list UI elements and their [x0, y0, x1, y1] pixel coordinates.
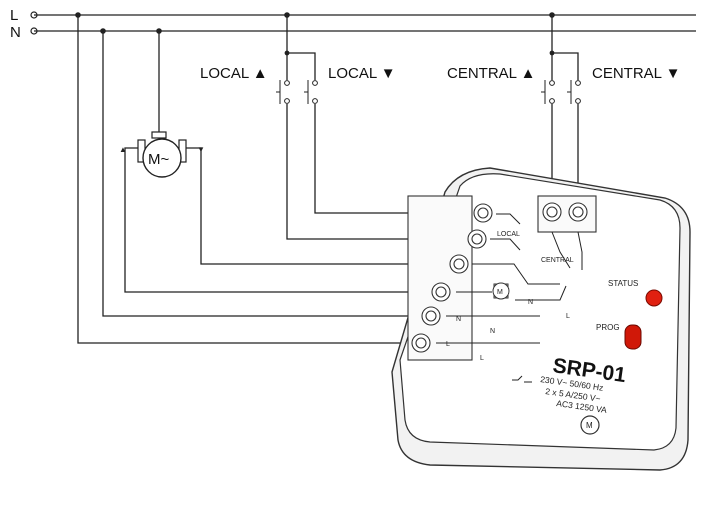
- terminal-block-central: [537, 195, 597, 270]
- junction-dots: [75, 12, 555, 56]
- motor-icon: M~ ▲ ▼: [119, 131, 205, 178]
- label-central-down: CENTRAL ▼: [592, 65, 680, 82]
- internal-schematic: M LOCAL CENTRAL N N L N L L: [436, 213, 574, 362]
- label-central-up: CENTRAL ▲: [447, 65, 535, 82]
- prog-label: PROG: [596, 323, 620, 332]
- switch-central-down: [567, 80, 581, 104]
- motor-symbol: M~: [148, 151, 169, 168]
- rail-n: N: [10, 24, 696, 41]
- rail-n-label: N: [10, 24, 21, 41]
- motor-badge-icon: [580, 415, 600, 435]
- switch-central-up: [541, 80, 555, 104]
- terminal-n-label: N: [456, 316, 461, 323]
- relay-symbol-icon: [512, 375, 532, 383]
- status-label: STATUS: [608, 279, 638, 288]
- terminal-n-right: N: [490, 328, 495, 335]
- switch-local-up: [276, 80, 290, 104]
- rail-l: L: [10, 7, 696, 24]
- motor-badge-text: M: [586, 421, 593, 430]
- motor-down-arrow: ▼: [197, 145, 205, 154]
- label-local-up: LOCAL ▲: [200, 65, 268, 82]
- terminal-n-inner: N: [528, 299, 533, 306]
- central-label: CENTRAL: [541, 257, 574, 264]
- wires: [77, 15, 579, 344]
- motor-up-arrow: ▲: [119, 145, 127, 154]
- terminal-l-right: L: [480, 355, 484, 362]
- label-local-down: LOCAL ▼: [328, 65, 396, 82]
- srp-01-module: M LOCAL CENTRAL N N L N L L STATUS PROG: [391, 167, 691, 471]
- terminal-l-inner: L: [566, 313, 570, 320]
- status-led: [645, 289, 663, 307]
- local-label: LOCAL: [497, 231, 520, 238]
- internal-motor-badge: M: [497, 289, 503, 296]
- terminal-block-left: [407, 195, 493, 361]
- switch-local-down: [304, 80, 318, 104]
- rail-l-label: L: [10, 7, 18, 24]
- terminal-l-label: L: [446, 341, 450, 348]
- prog-button[interactable]: [624, 324, 642, 350]
